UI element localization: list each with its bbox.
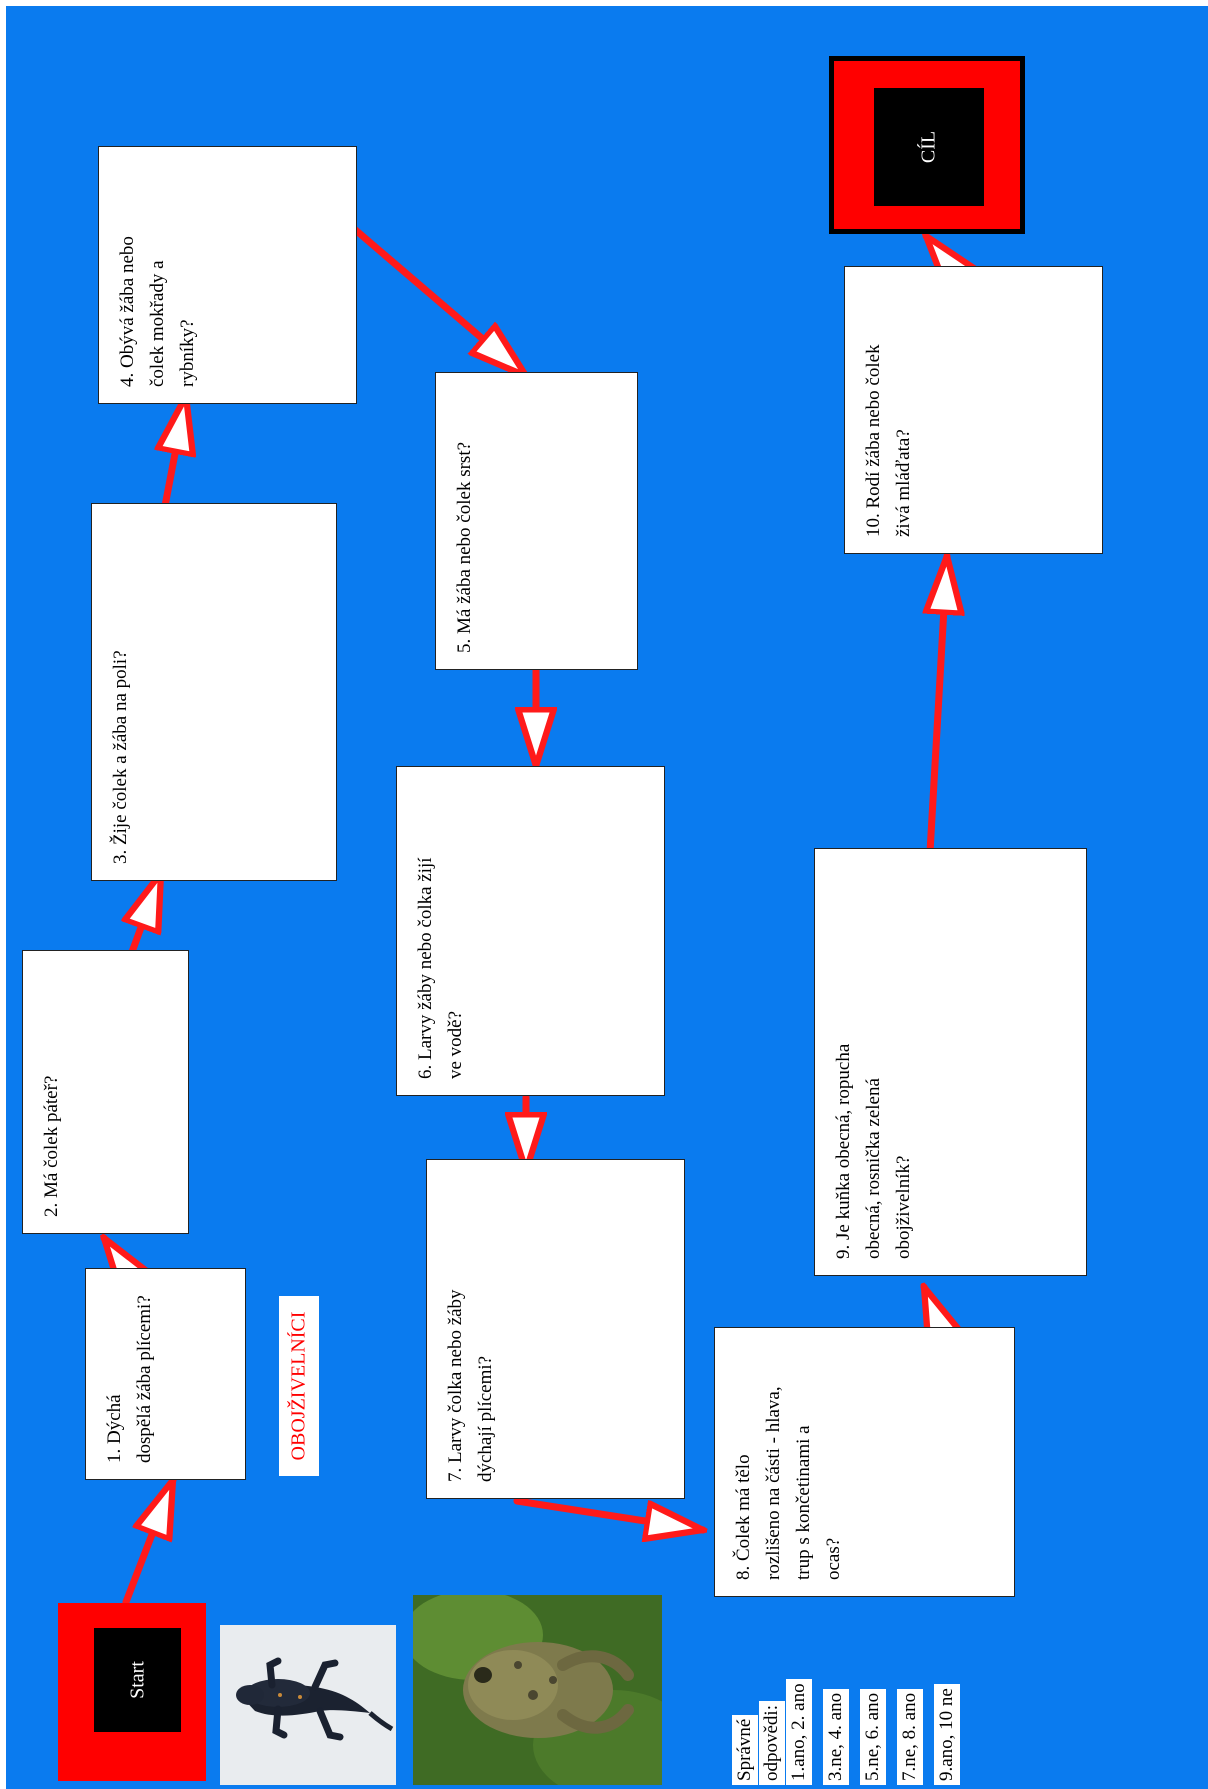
question-7-text: 7. Larvy čolka nebo žáby dýchají plícemi… — [445, 1289, 496, 1482]
newt-photo — [220, 1625, 396, 1785]
answers-block: Správné odpovědi: 1.ano, 2. ano 3.ne, 4.… — [732, 1647, 986, 1785]
answer-line-1: 1.ano, 2. ano — [786, 1679, 812, 1785]
start-label: Start — [126, 1661, 148, 1699]
game-board: Start CÍL OBOJŽIVELNÍCI 1. Dýchá dospělá… — [6, 6, 1208, 1789]
question-3-text: 3. Žije čolek a žába na poli? — [110, 650, 131, 864]
answer-line-5: 9.ano, 10 ne — [934, 1684, 960, 1785]
question-1-text: 1. Dýchá dospělá žába plícemi? — [104, 1295, 155, 1463]
answers-heading-2: odpovědi: — [759, 1701, 785, 1785]
question-9-text: 9. Je kuňka obecná, ropucha obecná, rosn… — [833, 1043, 914, 1259]
finish-box[interactable]: CÍL — [829, 56, 1025, 234]
frog-photo — [413, 1595, 662, 1785]
arrow-7-to-8 — [513, 1497, 703, 1530]
question-8-text: 8. Čolek má tělo rozlišeno na části - hl… — [733, 1386, 844, 1580]
question-2-box[interactable]: 2. Má čolek páteř? — [22, 950, 189, 1234]
question-5-text: 5. Má žába nebo čolek srst? — [454, 441, 475, 653]
finish-box-inner: CÍL — [874, 88, 984, 206]
arrow-8-to-9 — [924, 1287, 942, 1332]
arrow-4-to-5 — [348, 223, 526, 376]
newt-image — [220, 1625, 396, 1785]
answer-line-2: 3.ne, 4. ano — [823, 1688, 849, 1785]
question-4-text: 4. Obývá žába nebo čolek mokřady a rybní… — [117, 236, 198, 387]
answer-line-4: 7.ne, 8. ano — [897, 1688, 923, 1785]
answers-heading-1: Správné — [732, 1714, 758, 1785]
question-5-box[interactable]: 5. Má žába nebo čolek srst? — [435, 372, 638, 670]
frog-image — [413, 1595, 662, 1785]
question-10-text: 10. Rodí žába nebo čolek živá mláďata? — [863, 344, 914, 537]
title-text: OBOJŽIVELNÍCI — [287, 1311, 310, 1461]
arrows-layer — [6, 223, 1208, 1606]
question-4-box[interactable]: 4. Obývá žába nebo čolek mokřady a rybní… — [98, 146, 357, 404]
arrow-2-to-3 — [132, 873, 161, 956]
question-3-box[interactable]: 3. Žije čolek a žába na poli? — [91, 503, 337, 881]
question-8-box[interactable]: 8. Čolek má tělo rozlišeno na části - hl… — [714, 1327, 1015, 1597]
finish-label: CÍL — [917, 130, 940, 164]
question-2-text: 2. Má čolek páteř? — [41, 1075, 62, 1217]
arrow-9-to-10 — [930, 556, 947, 856]
arrow-3-to-4 — [165, 396, 186, 510]
question-9-box[interactable]: 9. Je kuňka obecná, ropucha obecná, rosn… — [814, 848, 1087, 1276]
question-1-box[interactable]: 1. Dýchá dospělá žába plícemi? — [85, 1268, 246, 1480]
question-6-text: 6. Larvy žáby nebo čolka žijí ve vodě? — [415, 857, 466, 1079]
question-7-box[interactable]: 7. Larvy čolka nebo žáby dýchají plícemi… — [426, 1159, 685, 1499]
question-10-box[interactable]: 10. Rodí žába nebo čolek živá mláďata? — [844, 266, 1103, 554]
arrow-start-to-1 — [122, 1480, 173, 1606]
question-6-box[interactable]: 6. Larvy žáby nebo čolka žijí ve vodě? — [396, 766, 665, 1096]
answer-line-3: 5.ne, 6. ano — [860, 1688, 886, 1785]
title-label: OBOJŽIVELNÍCI — [279, 1296, 319, 1476]
arrow-10-to-finish — [926, 236, 950, 266]
start-box[interactable]: Start — [58, 1603, 206, 1781]
start-box-inner: Start — [94, 1628, 181, 1732]
